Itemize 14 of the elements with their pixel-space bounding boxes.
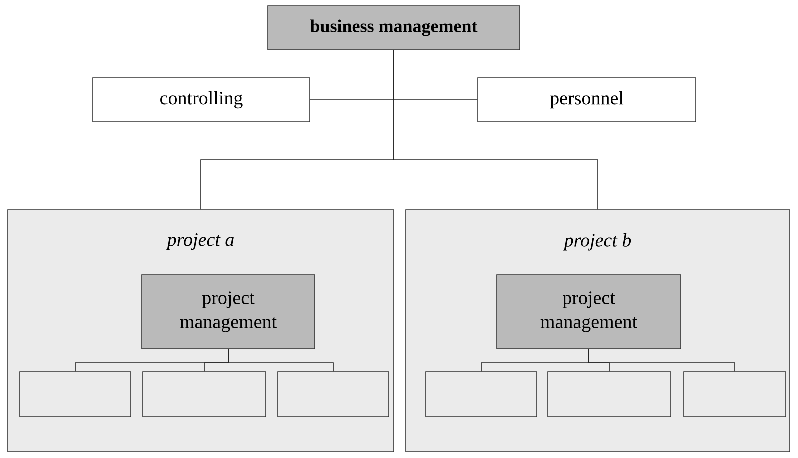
project-management-box: project management <box>142 274 316 350</box>
unit-box <box>426 372 538 418</box>
department-box: controlling <box>92 78 310 122</box>
unit-box <box>278 372 390 418</box>
connector-line <box>588 349 736 372</box>
department-box: personnel <box>478 78 696 122</box>
unit-box <box>684 372 786 418</box>
project-management-box: project management <box>496 274 682 350</box>
unit-box <box>142 372 266 418</box>
connector-line <box>394 50 598 210</box>
unit-box <box>548 372 672 418</box>
connector-line <box>228 349 334 372</box>
unit-box <box>20 372 132 418</box>
management-box: business management <box>268 6 520 50</box>
